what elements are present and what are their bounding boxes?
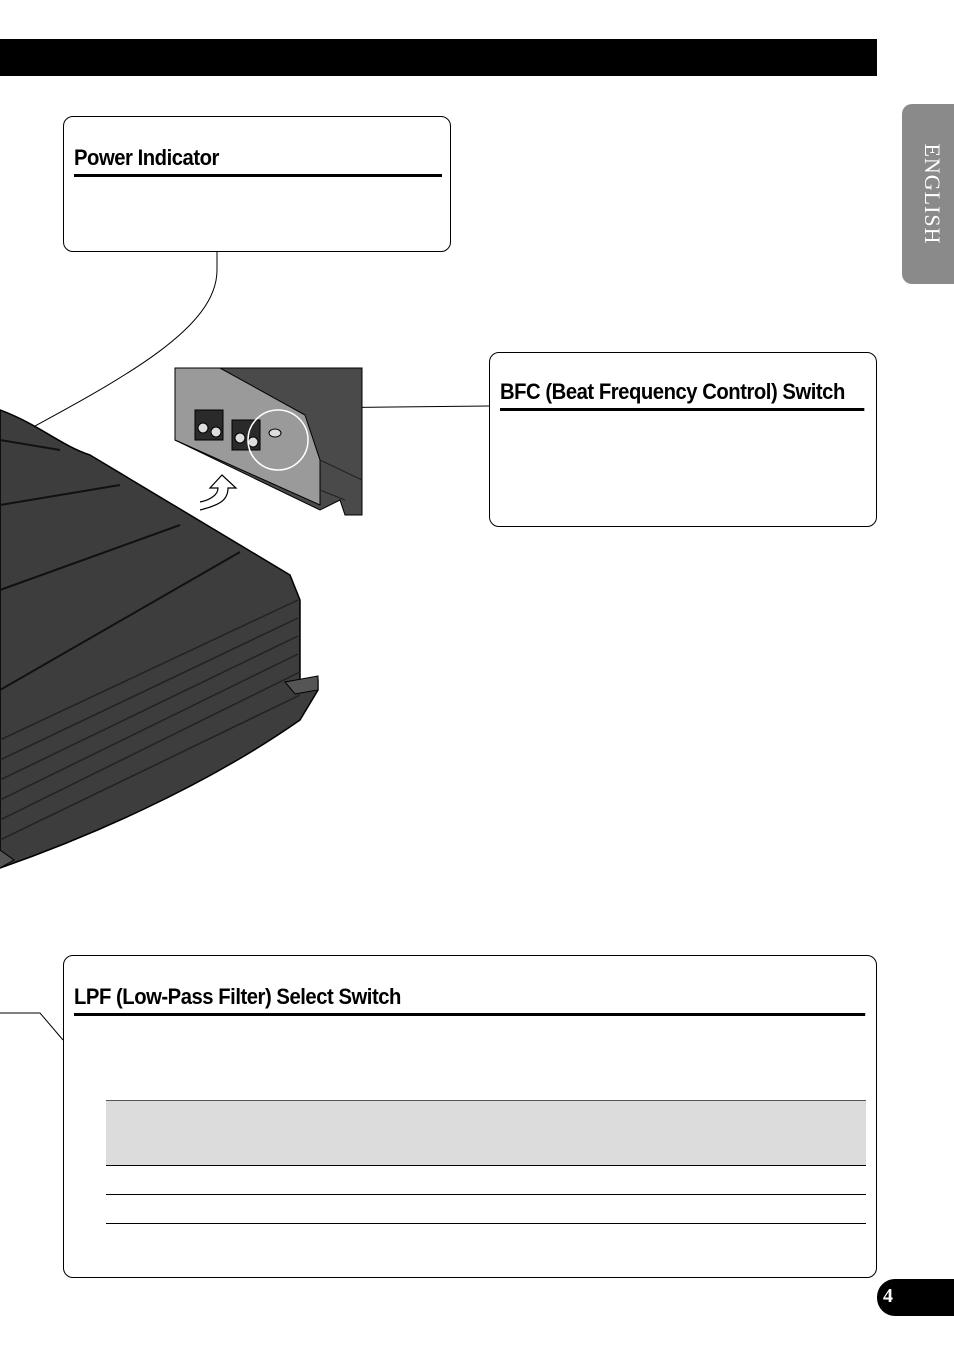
power-leader-line xyxy=(0,252,218,446)
language-tab: ENGLISH xyxy=(902,104,954,284)
page-number-badge: 4 xyxy=(877,1279,954,1316)
lpf-table xyxy=(106,1100,866,1224)
curved-arrow-icon xyxy=(199,474,238,511)
lpf-switch-box: LPF (Low-Pass Filter) Select Switch xyxy=(63,955,877,1278)
power-indicator-title: Power Indicator xyxy=(74,145,442,177)
power-indicator-box: Power Indicator xyxy=(63,116,451,252)
lpf-table-row xyxy=(106,1195,866,1224)
bfc-switch-box: BFC (Beat Frequency Control) Switch xyxy=(489,352,877,527)
lpf-table-header xyxy=(106,1100,866,1166)
header-bar xyxy=(0,39,877,76)
lpf-leader-line xyxy=(0,1012,64,1041)
bfc-switch-title: BFC (Beat Frequency Control) Switch xyxy=(500,379,865,411)
lpf-switch-title: LPF (Low-Pass Filter) Select Switch xyxy=(74,984,866,1016)
amplifier-body xyxy=(0,409,319,869)
lpf-table-row xyxy=(106,1166,866,1195)
page-number: 4 xyxy=(883,1285,893,1307)
inset-closeup xyxy=(174,367,363,516)
